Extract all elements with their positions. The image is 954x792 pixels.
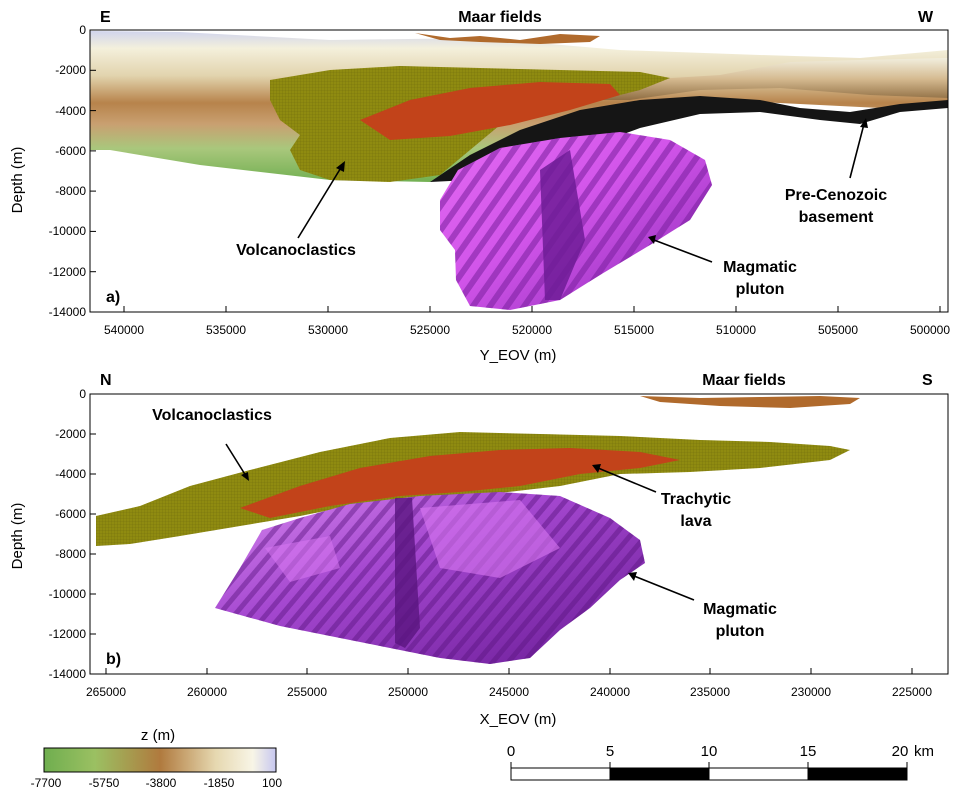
x-tick-label: 510000 (716, 323, 756, 337)
y-tick-label: 0 (79, 23, 86, 37)
annotation-trachytic-lava-b: Trachytic lava (592, 464, 731, 530)
basement-surface (430, 96, 948, 182)
svg-text:Magmatic: Magmatic (723, 259, 797, 276)
axes-frame-b (89, 393, 949, 675)
svg-text:Magmatic: Magmatic (703, 601, 777, 618)
svg-text:pluton: pluton (736, 281, 785, 298)
panel-letter-a: a) (106, 289, 120, 306)
maar-fields-label-a: Maar fields (458, 9, 542, 26)
y-tick-label: -12000 (49, 265, 87, 279)
x-tick-label: 240000 (590, 685, 630, 699)
x-tick-label: 535000 (206, 323, 246, 337)
x-tick-label: 530000 (308, 323, 348, 337)
colorbar-title: z (m) (141, 727, 175, 744)
y-axis-title-a: Depth (m) (9, 147, 26, 214)
y-tick-label: -6000 (55, 507, 86, 521)
svg-text:pluton: pluton (716, 623, 765, 640)
scale-unit: km (914, 743, 934, 760)
y-tick-label: -8000 (55, 547, 86, 561)
svg-text:Pre-Cenozoic: Pre-Cenozoic (785, 187, 887, 204)
y-tick-label: -10000 (49, 224, 87, 238)
colorbar-tick: -5750 (89, 776, 120, 790)
x-tick-label: 505000 (818, 323, 858, 337)
direction-left-b: N (100, 372, 112, 389)
x-axis-a: 540000 535000 530000 525000 520000 51500… (104, 306, 950, 364)
annotation-basement: Pre-Cenozoic basement (785, 118, 887, 226)
direction-left-a: E (100, 9, 111, 26)
scale-tick: 0 (507, 743, 515, 760)
y-axis-title-b: Depth (m) (9, 503, 26, 570)
scale-tick: 15 (800, 743, 817, 760)
svg-text:lava: lava (680, 513, 711, 530)
panel-b: 0 -2000 -4000 -6000 -8000 -10000 -12000 … (9, 372, 949, 728)
colorbar-tick: -3800 (146, 776, 177, 790)
x-tick-label: 520000 (512, 323, 552, 337)
x-tick-label: 500000 (910, 323, 950, 337)
maar-field-a (415, 33, 600, 44)
y-tick-label: -2000 (55, 427, 86, 441)
svg-text:basement: basement (799, 209, 874, 226)
x-tick-label: 260000 (187, 685, 227, 699)
y-axis-a: 0 -2000 -4000 -6000 -8000 -10000 -12000 … (9, 23, 96, 319)
x-tick-label: 255000 (287, 685, 327, 699)
x-tick-label: 515000 (614, 323, 654, 337)
direction-right-a: W (918, 9, 934, 26)
y-tick-label: 0 (79, 387, 86, 401)
trachytic-lava-b (240, 448, 680, 518)
x-tick-label: 250000 (388, 685, 428, 699)
axes-frame-a (89, 29, 949, 313)
magmatic-pluton-b (215, 492, 645, 664)
y-tick-label: -8000 (55, 184, 86, 198)
scale-tick: 20 (892, 743, 909, 760)
y-axis-b: 0 -2000 -4000 -6000 -8000 -10000 -12000 … (9, 387, 96, 681)
svg-text:Volcanoclastics: Volcanoclastics (152, 407, 272, 424)
scale-bar: 0 5 10 15 20 km (507, 743, 934, 781)
trachytic-lava-a (360, 82, 620, 140)
svg-text:Trachytic: Trachytic (661, 491, 731, 508)
x-tick-label: 525000 (410, 323, 450, 337)
x-tick-label: 265000 (86, 685, 126, 699)
colorbar-tick: 100 (262, 776, 282, 790)
annotation-magmatic-pluton-a: Magmatic pluton (648, 235, 797, 298)
x-tick-label: 245000 (489, 685, 529, 699)
scale-tick: 10 (701, 743, 718, 760)
annotation-volcanoclastics-b: Volcanoclastics (152, 407, 272, 481)
colorbar: z (m) -7700 -5750 -3800 -1850 100 (31, 727, 283, 790)
x-axis-b: 265000 260000 255000 250000 245000 24000… (86, 668, 932, 728)
x-tick-label: 225000 (892, 685, 932, 699)
y-tick-label: -14000 (49, 305, 87, 319)
colorbar-ramp (43, 747, 277, 773)
y-tick-label: -6000 (55, 144, 86, 158)
colorbar-tick: -1850 (204, 776, 235, 790)
y-tick-label: -2000 (55, 63, 86, 77)
scale-tick: 5 (606, 743, 614, 760)
y-tick-label: -4000 (55, 104, 86, 118)
x-tick-label: 235000 (690, 685, 730, 699)
y-tick-label: -4000 (55, 467, 86, 481)
x-axis-title-b: X_EOV (m) (480, 711, 557, 728)
magmatic-pluton-a (440, 132, 712, 310)
x-tick-label: 540000 (104, 323, 144, 337)
panel-a: 0 -2000 -4000 -6000 -8000 -10000 -12000 … (9, 9, 950, 364)
panel-letter-b: b) (106, 651, 121, 668)
annotation-magmatic-pluton-b: Magmatic pluton (628, 572, 777, 640)
annotation-volcanoclastics-a: Volcanoclastics (236, 161, 356, 259)
colorbar-tick: -7700 (31, 776, 62, 790)
maar-field-b (640, 396, 860, 408)
y-tick-label: -10000 (49, 587, 87, 601)
maar-fields-label-b: Maar fields (702, 372, 786, 389)
scale-segments (510, 762, 908, 781)
x-axis-title-a: Y_EOV (m) (480, 347, 557, 364)
svg-text:Volcanoclastics: Volcanoclastics (236, 242, 356, 259)
direction-right-b: S (922, 372, 933, 389)
y-tick-label: -14000 (49, 667, 87, 681)
y-tick-label: -12000 (49, 627, 87, 641)
x-tick-label: 230000 (791, 685, 831, 699)
